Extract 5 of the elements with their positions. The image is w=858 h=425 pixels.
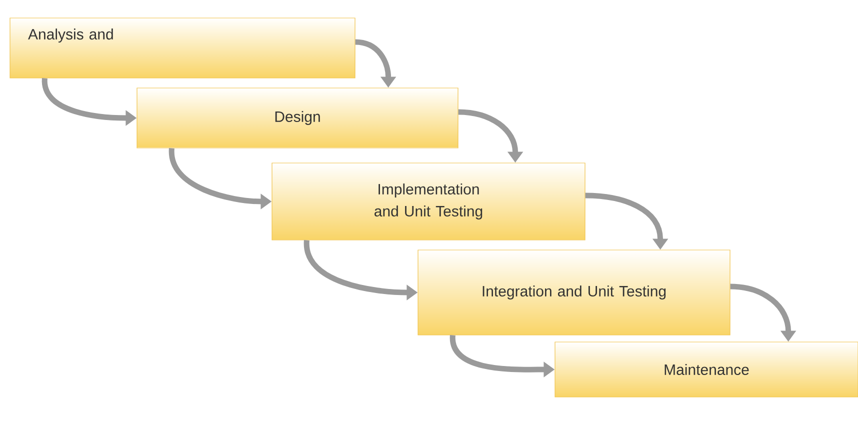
process-box: Analysis and bbox=[10, 18, 356, 78]
process-box: Design bbox=[136, 88, 458, 148]
process-box: Maintenance bbox=[554, 342, 858, 398]
process-box: Integration and Unit Testing bbox=[418, 250, 730, 336]
process-box: Implementation and Unit Testing bbox=[272, 162, 586, 240]
